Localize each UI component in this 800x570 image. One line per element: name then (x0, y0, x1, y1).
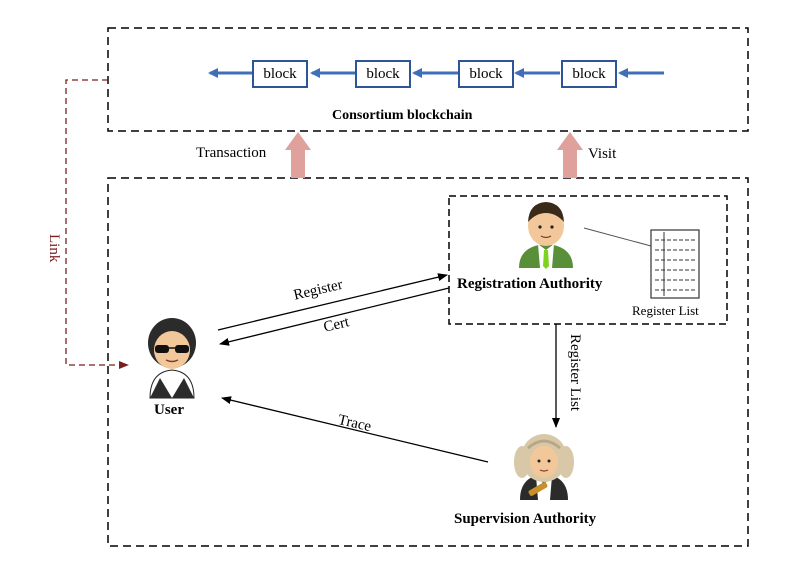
block-4: block (561, 60, 617, 88)
register-list-connector (583, 227, 652, 247)
registration-authority-avatar-icon (519, 202, 573, 269)
user-label: User (154, 402, 184, 418)
blockchain-title: Consortium blockchain (332, 108, 473, 123)
trace-arrow (221, 396, 489, 463)
cert-arrow (219, 287, 450, 346)
registration-authority-label: Registration Authority (457, 276, 603, 292)
transaction-label: Transaction (196, 145, 267, 161)
register-list-edge-label: Register List (567, 334, 583, 412)
register-list-doc-label: Register List (632, 303, 699, 318)
register-list-document-icon (650, 229, 700, 299)
transaction-arrow (285, 132, 311, 178)
system-container (107, 177, 749, 547)
visit-arrow (557, 132, 583, 178)
supervision-authority-label: Supervision Authority (454, 511, 597, 527)
registration-authority-container (448, 195, 728, 325)
register-arrow (217, 273, 448, 331)
link-arrow (65, 79, 129, 369)
block-3: block (458, 60, 514, 88)
link-label: Link (46, 234, 62, 263)
block-2: block (355, 60, 411, 88)
visit-label: Visit (588, 146, 617, 162)
supervision-authority-avatar-icon (514, 434, 574, 500)
block-1: block (252, 60, 308, 88)
user-avatar-icon (148, 318, 196, 399)
